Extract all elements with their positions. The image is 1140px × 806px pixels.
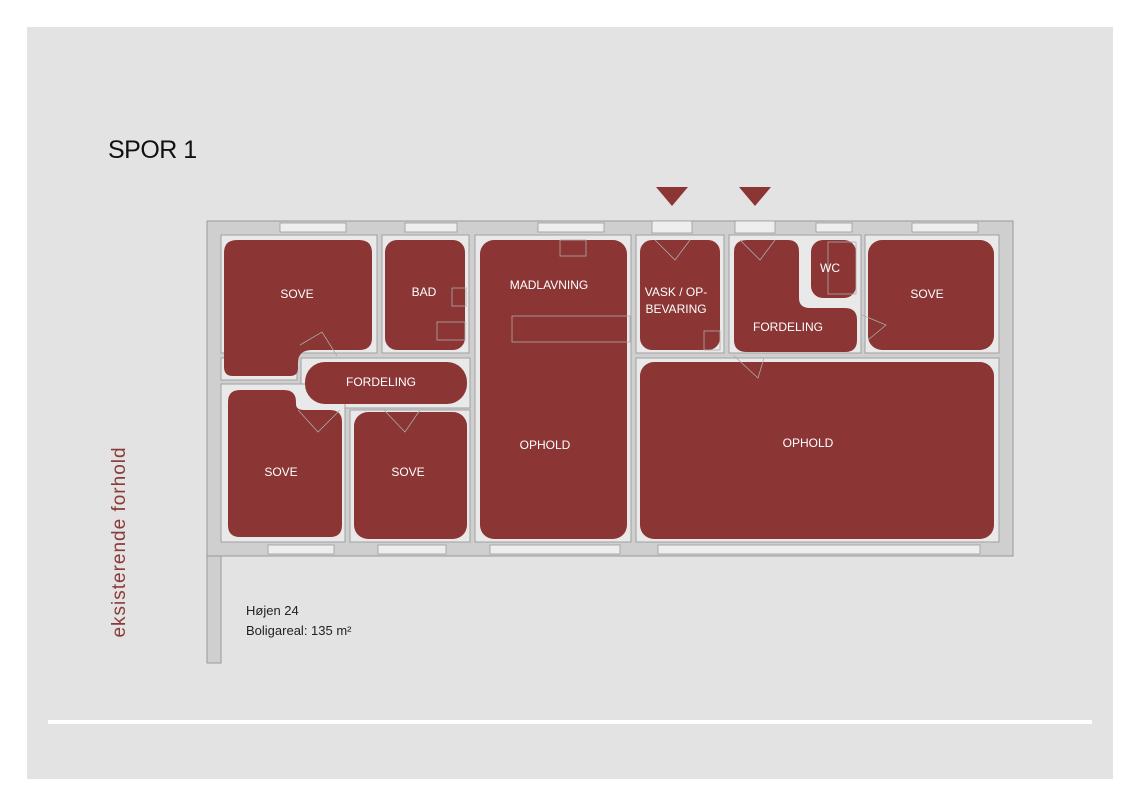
room-label-vask-1: VASK / OP- (645, 285, 707, 299)
room-fordeling-left[interactable] (305, 362, 467, 404)
room-label-bad: BAD (412, 285, 437, 299)
room-label-fordeling-left: FORDELING (346, 375, 416, 389)
room-label-sove-1: SOVE (280, 287, 313, 301)
room-labels: SOVE BAD MADLAVNING VASK / OP- BEVARING … (264, 261, 943, 479)
fixtures (297, 239, 887, 433)
room-label-wc: WC (820, 261, 840, 275)
room-sove-2[interactable] (868, 240, 994, 350)
address-line: Højen 24 (246, 603, 299, 618)
entrance-arrow-icon (656, 187, 688, 206)
room-label-ophold-left: OPHOLD (520, 438, 571, 452)
room-wc[interactable] (811, 240, 856, 298)
area-line: Boligareal: 135 m² (246, 623, 352, 638)
room-label-ophold-right: OPHOLD (783, 436, 834, 450)
room-label-sove-4: SOVE (391, 465, 424, 479)
room-madlavning-ophold[interactable] (480, 240, 627, 539)
room-ophold-right[interactable] (640, 362, 994, 539)
room-vask-opbevaring[interactable] (640, 240, 720, 350)
room-label-madlavning: MADLAVNING (510, 278, 588, 292)
room-sove-1[interactable] (224, 240, 372, 376)
divider-line (48, 720, 1092, 724)
room-label-fordeling-right: FORDELING (753, 320, 823, 334)
windows (267, 220, 981, 555)
room-label-sove-3: SOVE (264, 465, 297, 479)
room-fordeling-right[interactable] (734, 240, 857, 352)
room-sove-4[interactable] (354, 412, 467, 539)
page-title: SPOR 1 (108, 136, 197, 164)
address-block: Højen 24 Boligareal: 135 m² (246, 601, 352, 641)
side-label: eksisterende forhold (109, 446, 130, 638)
room-bad[interactable] (385, 240, 465, 350)
entrance-arrow-icon (739, 187, 771, 206)
room-label-sove-2: SOVE (910, 287, 943, 301)
room-sove-3[interactable] (228, 390, 342, 537)
room-zones (224, 240, 994, 539)
room-label-vask-2: BEVARING (645, 302, 706, 316)
